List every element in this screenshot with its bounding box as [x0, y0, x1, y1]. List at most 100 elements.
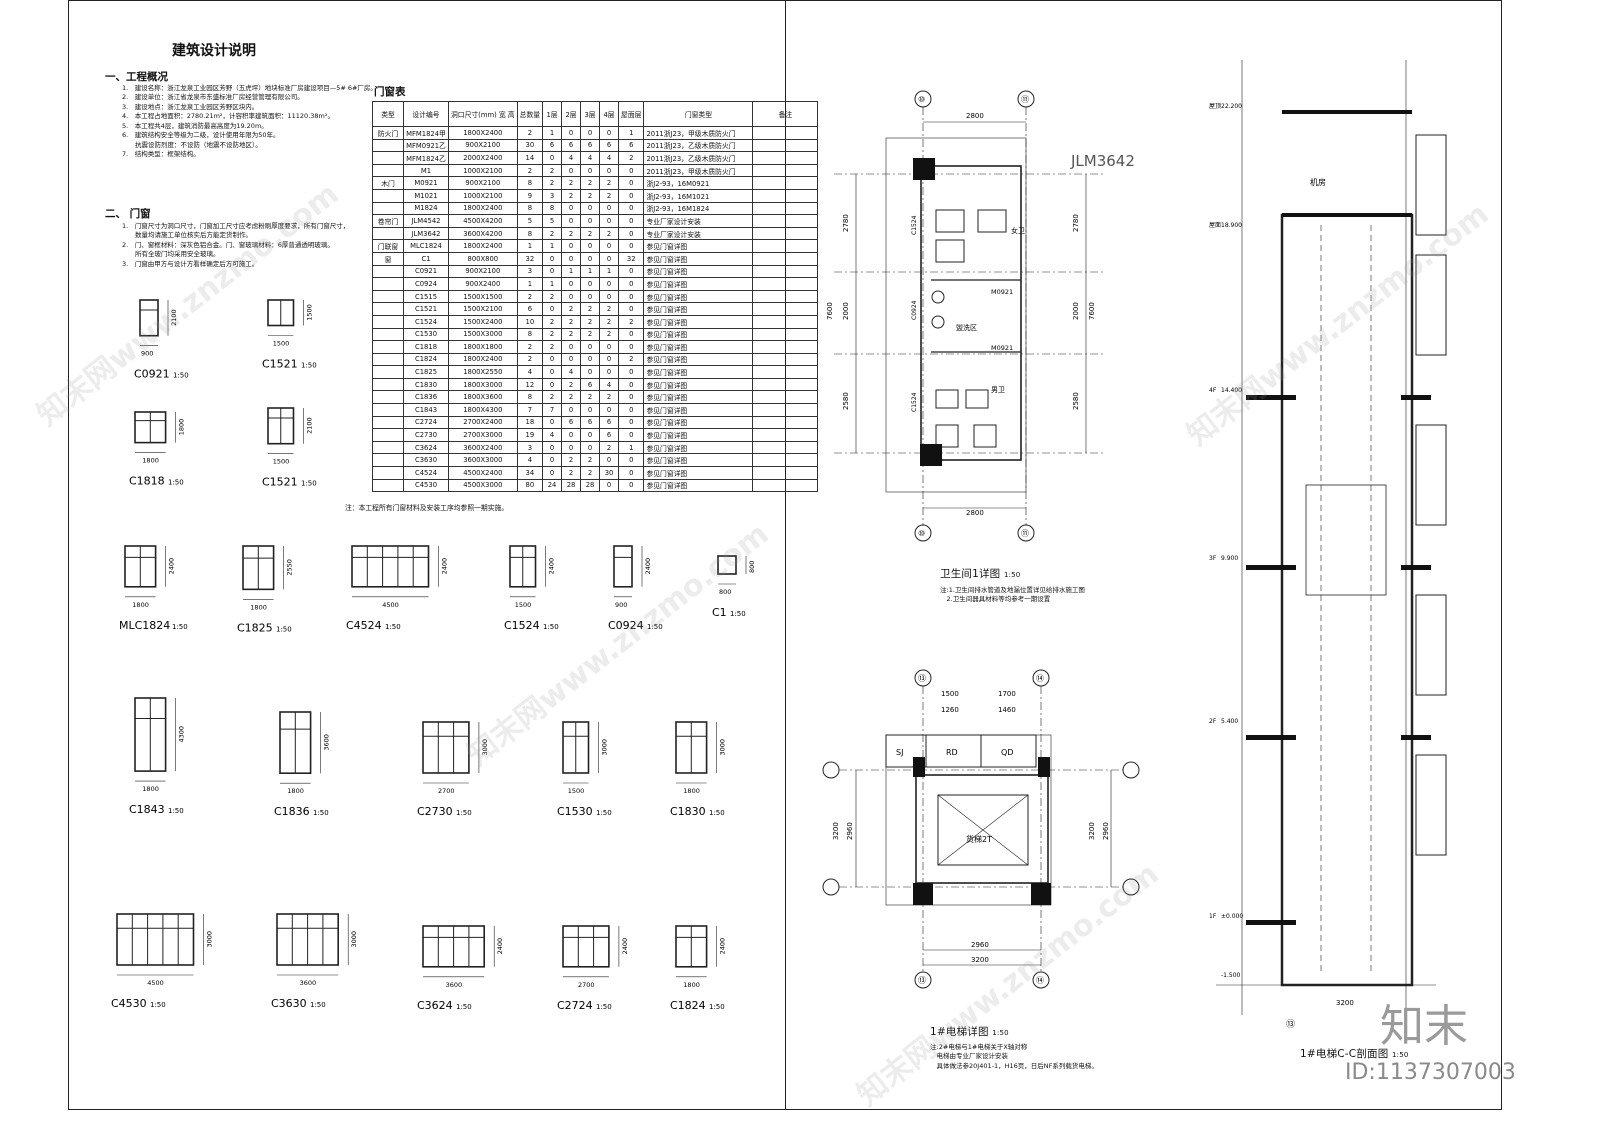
dim-height: 3600: [323, 734, 331, 751]
axis-label: ⑩: [918, 95, 925, 104]
svg-text:7600: 7600: [826, 302, 834, 320]
window-scale: 1:50: [596, 809, 612, 817]
elevator-car-label: 货梯2T: [966, 834, 992, 844]
table-cell: 3: [516, 264, 544, 279]
window-scale: 1:50: [709, 1003, 725, 1011]
table-cell: 0: [618, 478, 645, 493]
table-header: 洞口尺寸(mm) 宽 高: [448, 101, 518, 127]
toilet-notes: 注:1.卫生间排水管道及地漏位置详见给排水施工图 2.卫生间器具材料等均参考一期…: [940, 586, 1085, 604]
window-scale: 1:50: [543, 623, 559, 631]
note-line: 1. 门窗尺寸为洞口尺寸，门窗加工尺寸应考虑粉刷厚度要求，所有门窗尺寸，: [122, 222, 350, 230]
dim-width: 3600: [446, 981, 463, 989]
note-line: 所有全玻门均采用安全玻璃。: [122, 250, 220, 259]
table-cell: 参见门窗详图: [643, 478, 754, 493]
table-header: 设计编号: [403, 101, 449, 127]
window-label: C1: [712, 606, 727, 619]
svg-text:⑬: ⑬: [1286, 1019, 1295, 1030]
table-header: 3层: [580, 101, 601, 127]
window-scale: 1:50: [168, 479, 184, 487]
window-label: C3630: [271, 997, 307, 1010]
window-scale: 1:50: [172, 623, 188, 631]
dim-height: 4300: [178, 726, 186, 743]
dim-width: 1500: [515, 601, 532, 609]
window-frame: [116, 913, 195, 966]
page-title: 建筑设计说明: [172, 43, 256, 59]
table-caption: 门窗表: [374, 86, 406, 98]
dim-width: 900: [615, 601, 627, 609]
room-rd: RD: [946, 748, 958, 757]
brand-logo: 知末: [1380, 1001, 1468, 1052]
svg-text:2000: 2000: [1072, 302, 1080, 320]
window-label: C0921: [134, 368, 170, 381]
window-frame: [139, 299, 159, 337]
elevator-notes: 注:2#电梯与1#电梯关于X轴对称 电梯由专业厂家设计安装 具体做法参20J40…: [930, 1043, 1098, 1070]
window-frame: [613, 545, 633, 588]
window-label: C0924: [608, 619, 644, 632]
toilet-detail-title: 卫生间1详图 1:50: [940, 568, 1021, 580]
window-scale: 1:50: [150, 1001, 166, 1009]
svg-text:22.200: 22.200: [1221, 103, 1242, 110]
note-line: 3. 建设地点：浙江龙泉工业园区芳野区块内。: [122, 102, 259, 111]
table-header: 屋面层: [618, 101, 645, 127]
table-cell: 0: [618, 390, 645, 405]
svg-text:2960: 2960: [846, 822, 854, 840]
window-label: C1843: [129, 803, 165, 816]
window-label: C2724: [557, 999, 593, 1012]
dim-width: 1500: [273, 458, 290, 466]
svg-text:2960: 2960: [971, 941, 989, 949]
section-title: 1#电梯C-C剖面图 1:50: [1300, 1048, 1409, 1060]
table-cell: C4530: [403, 478, 449, 493]
svg-text:⑭: ⑭: [1036, 976, 1044, 985]
dim-width: 800: [719, 588, 731, 596]
window-scale: 1:50: [313, 809, 329, 817]
window-label: C1521: [262, 476, 298, 489]
elevator-detail-title: 1#电梯详图 1:50: [930, 1026, 1009, 1038]
dim-width: 1800: [142, 457, 159, 465]
dim-height: 2400: [621, 938, 629, 955]
table-cell: 8: [516, 390, 544, 405]
svg-text:1500: 1500: [941, 690, 959, 698]
dim-height: 2550: [286, 559, 294, 576]
dim-width: 1800: [142, 785, 159, 793]
dim-height: 3000: [481, 739, 489, 756]
door-notes: 1. 门窗尺寸为洞口尺寸，门窗加工尺寸应考虑粉刷厚度要求，所有门窗尺寸， 数量均…: [122, 222, 349, 269]
svg-text:⑩: ⑩: [918, 529, 925, 538]
svg-text:⑪: ⑪: [1021, 529, 1029, 538]
dim-height: 2400: [496, 938, 504, 955]
dim-height: 2100: [170, 309, 178, 326]
svg-text:1260: 1260: [941, 706, 959, 714]
window-scale: 1:50: [301, 480, 317, 488]
svg-text:3F: 3F: [1209, 555, 1217, 562]
svg-text:2580: 2580: [1072, 392, 1080, 410]
window-label: C1521: [262, 358, 298, 371]
dim-width: 1800: [683, 787, 700, 795]
table-cell: 3: [516, 440, 544, 455]
table-header: 门窗类型: [643, 101, 754, 127]
window-label: C1818: [129, 475, 165, 488]
svg-text:2F: 2F: [1209, 718, 1217, 725]
svg-text:1700: 1700: [998, 690, 1016, 698]
door-tag: JLM3642: [1070, 152, 1135, 170]
svg-text:屋面: 屋面: [1209, 222, 1221, 229]
svg-text:⑬: ⑬: [918, 976, 926, 985]
sheet-divider: [785, 0, 786, 1110]
table-cell: 32: [618, 251, 645, 266]
table-header: 2层: [561, 101, 582, 127]
toilet-detail-drawing: ⑩ ⑪ ⑩ ⑪ 2800 2800 JLM3642 2780 2000 2580…: [826, 90, 1135, 542]
dim-width: 3600: [300, 979, 317, 987]
